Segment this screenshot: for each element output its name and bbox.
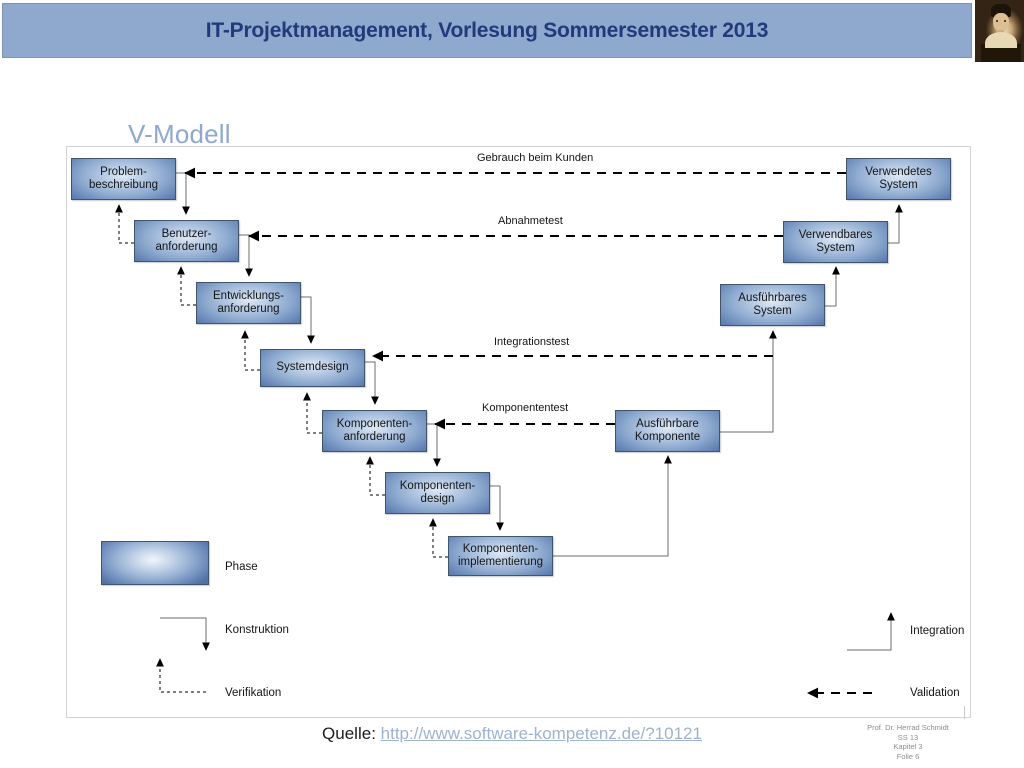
node-label: Entwicklungs-anforderung bbox=[213, 290, 284, 317]
node-label: Systemdesign bbox=[276, 361, 348, 375]
portrait-collar bbox=[985, 32, 1017, 48]
node-label: Problem-beschreibung bbox=[89, 166, 158, 193]
node-problembeschreibung[interactable]: Problem-beschreibung bbox=[71, 158, 176, 200]
node-label-line: Problem- bbox=[100, 165, 147, 178]
title-divider bbox=[0, 61, 1024, 63]
diagram-connectors bbox=[115, 167, 903, 699]
node-label-line: beschreibung bbox=[88, 179, 159, 191]
footer-author: Prof. Dr. Herrad Schmidt bbox=[867, 723, 949, 732]
portrait-image bbox=[975, 0, 1024, 62]
source-url-link[interactable]: http://www.software-kompetenz.de/?10121 bbox=[380, 724, 702, 743]
node-label-line: Verwendbares bbox=[798, 228, 873, 241]
edge-label-abnahmetest: Abnahmetest bbox=[498, 215, 563, 227]
portrait-face bbox=[993, 13, 1009, 32]
slide-heading: V-Modell bbox=[128, 119, 231, 149]
node-label: Komponenten-design bbox=[400, 480, 475, 507]
portrait-body bbox=[981, 44, 1021, 62]
node-label-line: System bbox=[753, 305, 792, 317]
node-benutzeranforderung[interactable]: Benutzer-anforderung bbox=[134, 220, 239, 262]
footer-tick-mark bbox=[964, 706, 965, 719]
node-label: Komponenten-anforderung bbox=[337, 418, 412, 445]
node-komponentendesign[interactable]: Komponenten-design bbox=[385, 472, 490, 514]
node-label-line: anforderung bbox=[155, 241, 218, 253]
edge-label-integrationstest: Integrationstest bbox=[494, 336, 570, 348]
node-label-line: Komponenten- bbox=[336, 417, 413, 430]
node-label-line: implementierung bbox=[457, 556, 543, 568]
legend-label-validation: Validation bbox=[910, 687, 960, 699]
node-label-line: anforderung bbox=[217, 303, 280, 315]
node-label-line: design bbox=[420, 493, 455, 505]
node-systemdesign[interactable]: Systemdesign bbox=[260, 349, 365, 387]
node-komponentenanforderung[interactable]: Komponenten-anforderung bbox=[322, 410, 427, 452]
edge-label-gebrauch-beim-kunden: Gebrauch beim Kunden bbox=[477, 152, 594, 164]
source-line: Quelle: http://www.software-kompetenz.de… bbox=[0, 724, 1024, 744]
node-label: Komponenten-implementierung bbox=[458, 543, 543, 570]
page-title: IT-Projektmanagement, Vorlesung Sommerse… bbox=[205, 19, 769, 42]
node-label-line: Komponenten- bbox=[399, 479, 476, 492]
node-entwicklungsanforderung[interactable]: Entwicklungs-anforderung bbox=[196, 282, 301, 324]
node-label-line: System bbox=[879, 179, 918, 191]
footer-slide-no: Folie 6 bbox=[896, 751, 920, 761]
source-label: Quelle: bbox=[322, 724, 376, 743]
node-label-line: Benutzer- bbox=[161, 227, 212, 240]
portrait-eye-right bbox=[1004, 20, 1006, 22]
node-label-line: Ausführbare bbox=[636, 417, 699, 430]
node-label-line: Ausführbares bbox=[738, 291, 807, 304]
node-label-line: anforderung bbox=[343, 431, 406, 443]
title-bar: IT-Projektmanagement, Vorlesung Sommerse… bbox=[0, 3, 1024, 60]
portrait-eye-left bbox=[996, 20, 998, 22]
legend-label-verifikation: Verifikation bbox=[225, 687, 282, 699]
edge-label-komponententest: Komponententest bbox=[482, 402, 569, 414]
title-band bbox=[2, 3, 972, 58]
legend-label-integration: Integration bbox=[910, 625, 965, 637]
node-label-line: Komponenten- bbox=[462, 542, 539, 555]
footer-chapter: Kapitel 3 bbox=[893, 742, 923, 751]
node-label-line: Systemdesign bbox=[276, 361, 349, 374]
node-label-line: Komponente bbox=[634, 431, 701, 443]
node-label: Benutzer-anforderung bbox=[155, 228, 217, 255]
legend-phase-swatch bbox=[101, 541, 209, 585]
node-label-line: System bbox=[816, 242, 855, 254]
footer-block: Prof. Dr. Herrad Schmidt SS 13 Kapitel 3… bbox=[838, 723, 978, 761]
footer-term: SS 13 bbox=[897, 732, 919, 742]
node-label-line: Entwicklungs- bbox=[213, 289, 284, 302]
legend-label-konstruktion: Konstruktion bbox=[225, 624, 289, 636]
node-label-line: Verwendetes bbox=[865, 165, 932, 178]
node-komponentenimplementierung[interactable]: Komponenten-implementierung bbox=[448, 536, 553, 576]
legend-label-phase: Phase bbox=[225, 561, 258, 573]
